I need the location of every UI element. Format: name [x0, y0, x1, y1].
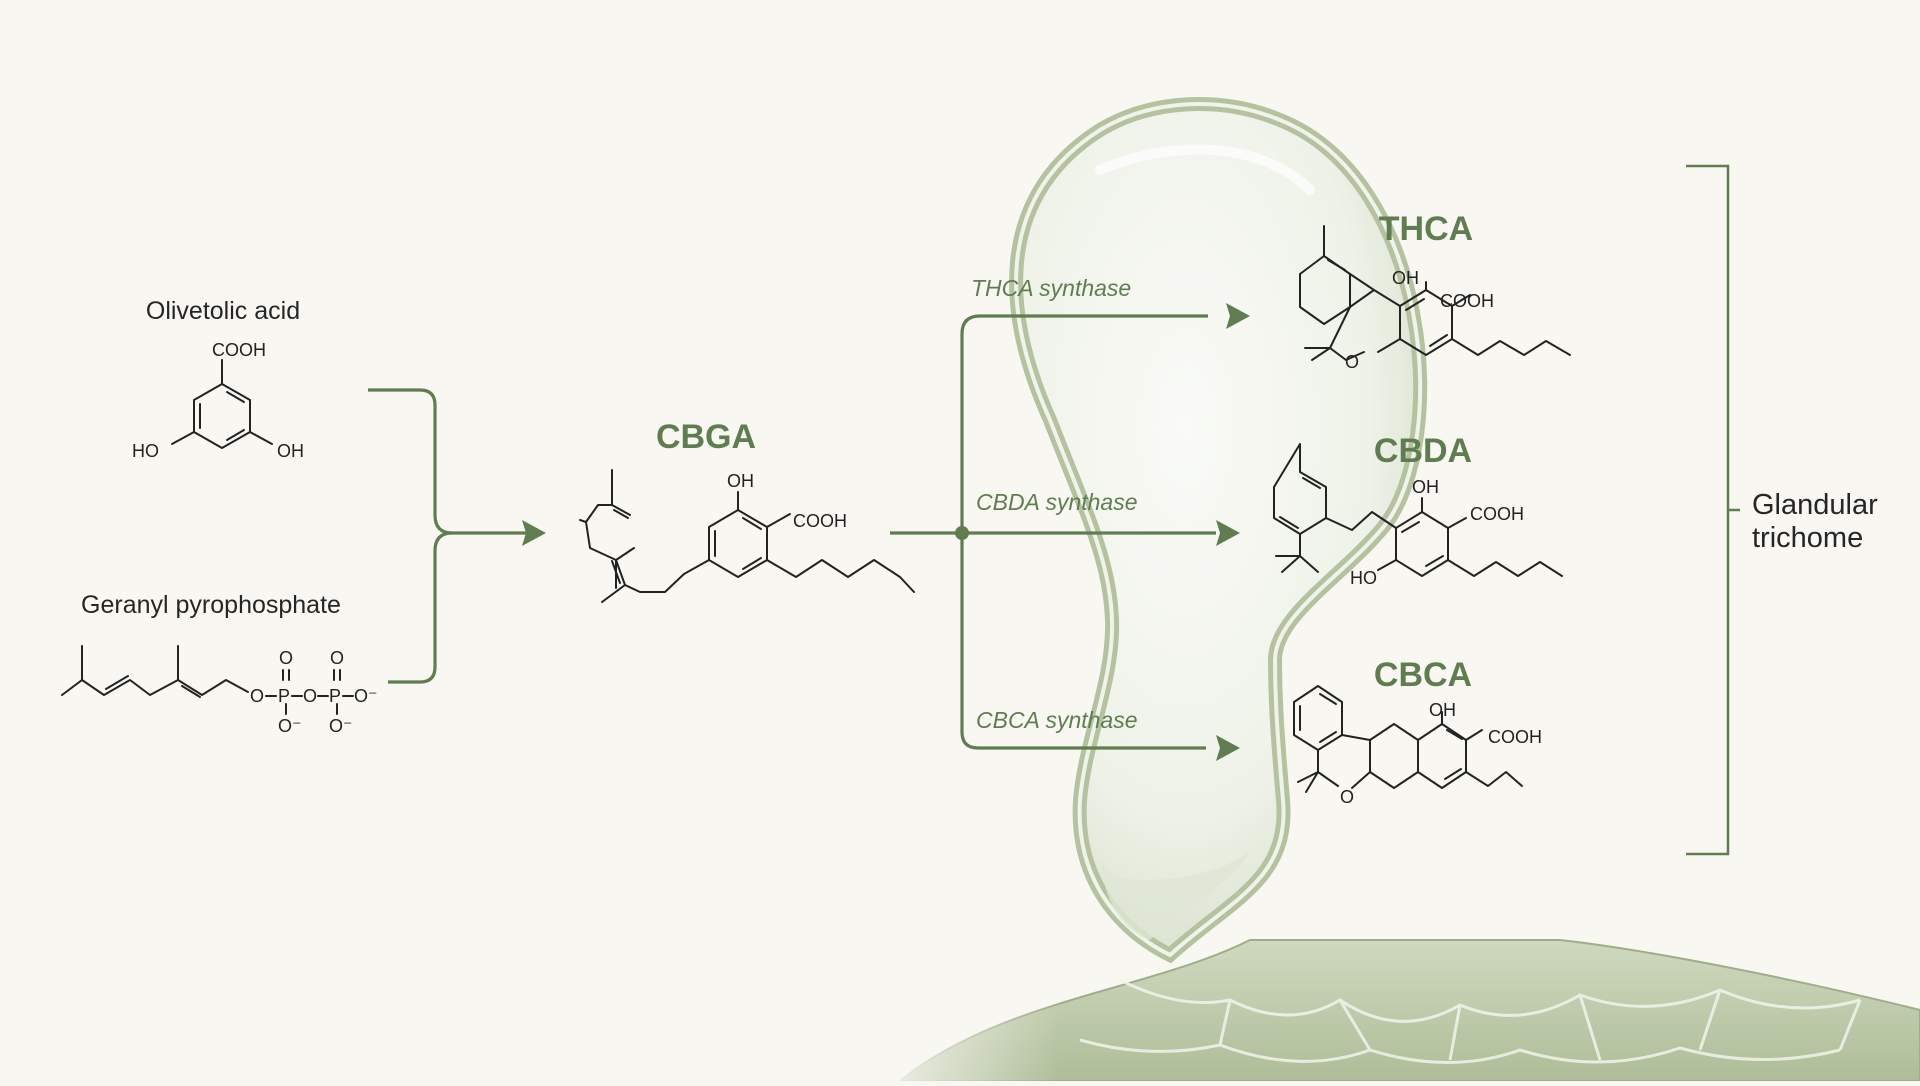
cbga-oh: OH	[727, 471, 754, 491]
olivetolic-ho: HO	[132, 441, 159, 461]
olivetolic-cooh: COOH	[212, 340, 266, 360]
trichome-bracket: Glandular trichome	[1686, 164, 1878, 856]
thca-oh: OH	[1392, 268, 1419, 288]
cbda-ho: HO	[1350, 568, 1377, 588]
gpp-o3: O⁻	[354, 686, 378, 706]
gpp-o4: O	[279, 648, 293, 668]
gpp-o6: O⁻	[278, 716, 302, 736]
cbda-name: CBDA	[1374, 432, 1472, 470]
merge-arrow	[368, 388, 546, 684]
olivetolic-oh: OH	[277, 441, 304, 461]
gpp-p2: P	[329, 686, 341, 706]
epidermal-cells	[1079, 978, 1862, 1064]
cbga-cooh: COOH	[793, 511, 847, 531]
olivetolic-acid-label: Olivetolic acid	[146, 297, 300, 325]
cbda-synthase-label: CBDA synthase	[976, 489, 1138, 515]
gpp-label: Geranyl pyrophosphate	[81, 591, 341, 619]
gpp-o7: O⁻	[329, 716, 353, 736]
thca-name: THCA	[1379, 210, 1473, 248]
thca-cooh: COOH	[1440, 291, 1494, 311]
olivetolic-acid: Olivetolic acid COOH HO OH	[132, 297, 304, 461]
trichome-label-line1: Glandular	[1752, 489, 1878, 521]
cbca-synthase-label: CBCA synthase	[976, 707, 1138, 733]
cbca-oh: OH	[1429, 700, 1456, 720]
cbga-name: CBGA	[656, 418, 756, 456]
cbca-cooh: COOH	[1488, 727, 1542, 747]
cbca-o: O	[1340, 787, 1354, 807]
geranyl-pyrophosphate: Geranyl pyrophosphate O P O P O⁻ O O O⁻ …	[61, 591, 378, 736]
gpp-o2: O	[303, 686, 317, 706]
branch-arrows: THCA synthase CBDA synthase CBCA synthas…	[890, 275, 1250, 761]
cbda-oh: OH	[1412, 477, 1439, 497]
thca-synthase-label: THCA synthase	[971, 275, 1131, 301]
cbda-molecule: CBDA OH COOH HO	[1273, 432, 1563, 588]
cbga-molecule: CBGA OH COOH	[579, 418, 915, 603]
gpp-o1: O	[250, 686, 264, 706]
gpp-o5: O	[330, 648, 344, 668]
thca-o: O	[1345, 352, 1359, 372]
trichome-label-line2: trichome	[1752, 522, 1863, 554]
cbca-name: CBCA	[1374, 656, 1472, 694]
cbca-molecule: CBCA OH COOH O	[1293, 656, 1542, 807]
thca-molecule: THCA OH COOH O	[1299, 210, 1571, 372]
gpp-p1: P	[278, 686, 290, 706]
cbda-cooh: COOH	[1470, 504, 1524, 524]
